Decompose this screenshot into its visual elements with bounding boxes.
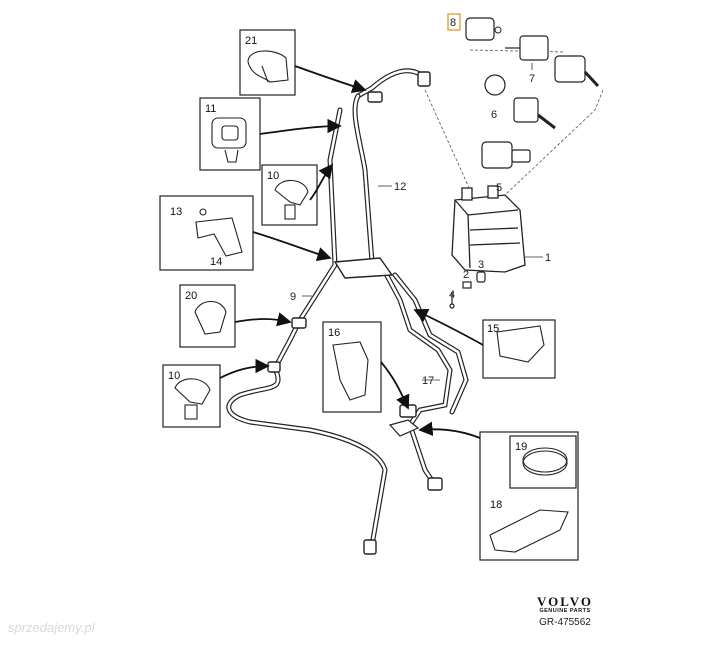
callout-9: 9 [290,291,296,303]
callout-labels: 1 2 3 4 5 6 7 8 9 12 17 [290,17,551,387]
callout-3: 3 [478,259,484,271]
charcoal-canister [451,185,526,273]
box-19-inner [509,435,577,489]
callout-7: 7 [529,73,535,85]
callout-12: 12 [394,181,406,193]
callout-5: 5 [496,182,502,194]
dashed-leaders [424,49,604,196]
box-label-10-top: 10 [267,170,279,182]
watermark-text: sprzedajemy.pl [8,620,95,635]
part-8-sensor [447,13,502,41]
box-label-11: 11 [205,103,216,115]
box-label-20: 20 [185,290,197,302]
box-label-21: 21 [245,35,257,47]
callout-8: 8 [450,17,456,29]
hose-shield [388,419,420,437]
small-fittings [449,271,486,309]
callout-ticks [302,63,543,381]
box-label-16: 16 [328,327,340,339]
box-label-14: 14 [210,256,222,268]
box-label-18: 18 [490,499,502,511]
callout-6: 6 [491,109,497,121]
box-label-10-bottom: 10 [168,370,180,382]
box-label-15: 15 [487,323,499,335]
box-label-19: 19 [515,441,527,453]
purge-valves [481,35,600,169]
callout-17: 17 [422,375,434,387]
callout-4: 4 [449,289,455,301]
box-part-drawings [174,50,569,553]
callout-1: 1 [545,252,551,264]
leader-arrows [219,65,484,439]
box-labels: 21 11 10 13 14 20 10 16 15 19 18 [168,35,527,511]
brand-tagline: GENUINE PARTS [539,608,591,614]
hose-lines [226,68,469,555]
brand-logo-text: VOLVO [537,594,593,609]
callout-2: 2 [463,269,469,281]
diagram-reference: GR-475562 [539,617,591,628]
box-label-13: 13 [170,206,182,218]
